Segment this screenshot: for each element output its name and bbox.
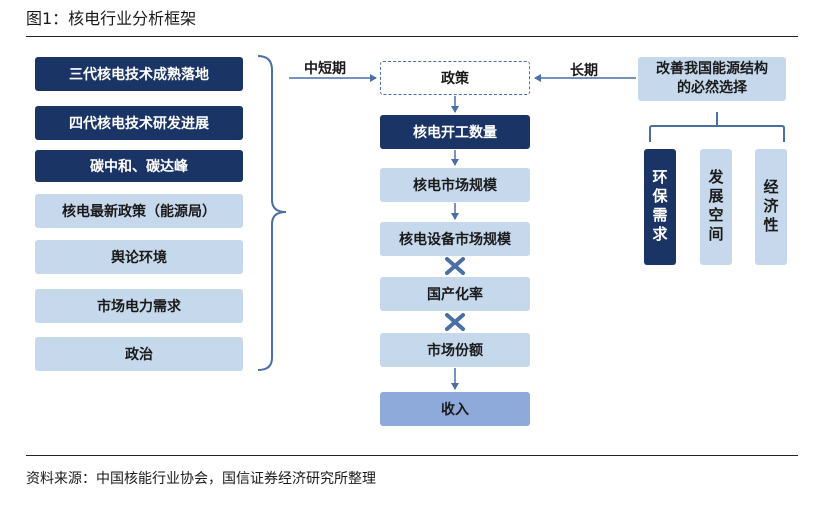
right-bracket — [649, 112, 785, 142]
chain-construction-count: 核电开工数量 — [380, 115, 530, 149]
source-note: 资料来源：中国核能行业协会，国信证券经济研究所整理 — [26, 471, 376, 487]
pillar-development: 发展空间 — [700, 149, 732, 265]
factor-latest-policy: 核电最新政策（能源局） — [35, 194, 243, 228]
long-term-label: 长期 — [570, 63, 598, 79]
chain-revenue: 收入 — [380, 392, 530, 426]
pillar-economy: 经济性 — [755, 149, 787, 265]
bottom-rule — [26, 455, 798, 456]
pillar-environment: 环保需求 — [644, 149, 676, 265]
factor-public-opinion: 舆论环境 — [35, 240, 243, 274]
left-brace — [257, 55, 287, 371]
top-rule — [26, 36, 798, 37]
factor-gen3-tech: 三代核电技术成熟落地 — [35, 57, 243, 91]
chain-market-size: 核电市场规模 — [380, 168, 530, 202]
energy-structure-box: 改善我国能源结构 的必然选择 — [638, 57, 786, 101]
factor-carbon-neutral: 碳中和、碳达峰 — [35, 150, 243, 182]
chain-market-share: 市场份额 — [380, 333, 530, 367]
chain-localization-rate: 国产化率 — [380, 277, 530, 311]
multiply-icon — [445, 313, 465, 331]
multiply-icon — [445, 257, 465, 275]
factor-politics: 政治 — [35, 337, 243, 371]
short-term-label: 中短期 — [304, 61, 346, 77]
factor-power-demand: 市场电力需求 — [35, 289, 243, 323]
chain-policy: 政策 — [380, 61, 530, 95]
chain-equipment-market: 核电设备市场规模 — [380, 222, 530, 256]
factor-gen4-tech: 四代核电技术研发进展 — [35, 106, 243, 140]
figure-title: 图1：核电行业分析框架 — [26, 9, 197, 28]
